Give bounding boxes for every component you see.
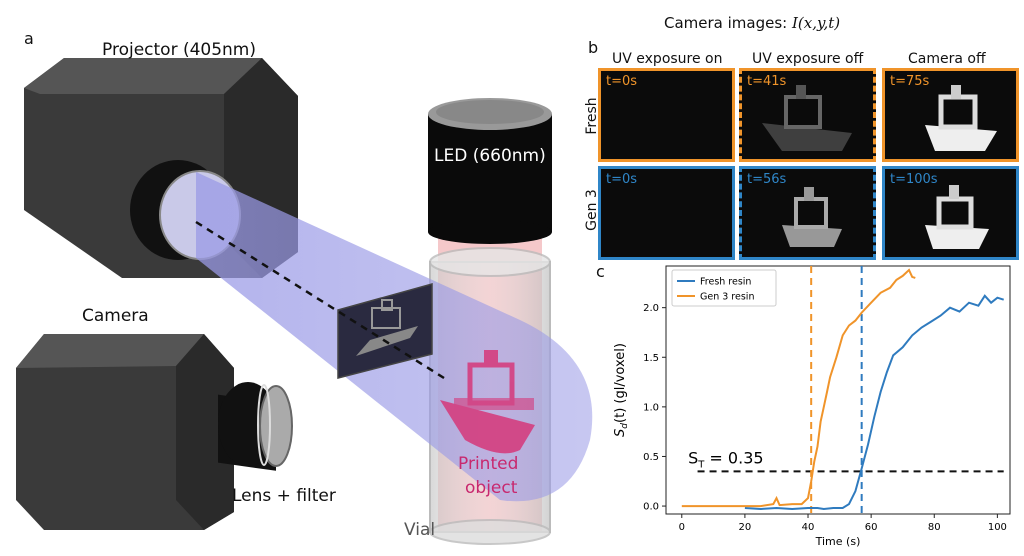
- printed-object-label-line2: object: [465, 478, 518, 498]
- camera-images-formula: I(x,y,t): [792, 14, 841, 32]
- panel-b-letter: b: [588, 38, 599, 57]
- x-tick-label: 40: [802, 522, 815, 533]
- boat-medium-image: [782, 187, 842, 247]
- plot-frame: [665, 265, 1011, 515]
- y-tick-label: 0.0: [643, 502, 659, 513]
- x-tick-label: 80: [928, 522, 941, 533]
- boat-faint-image: [762, 85, 852, 151]
- vial-label: Vial: [404, 520, 436, 540]
- threshold-label: ST = 0.35: [688, 448, 763, 470]
- camera: [16, 334, 293, 530]
- legend-box: [671, 269, 777, 307]
- threshold-label-rest: = 0.35: [704, 448, 763, 467]
- series-line-0: [744, 294, 1005, 511]
- column-header-camera-off: Camera off: [908, 51, 986, 67]
- y-tick-label: 1.0: [643, 402, 659, 413]
- boat-bright-image: [925, 85, 997, 151]
- time-label: t=0s: [606, 74, 638, 89]
- y-tick-label: 0.5: [643, 452, 659, 463]
- time-label: t=100s: [890, 172, 938, 187]
- y-tick-label: 2.0: [643, 303, 659, 314]
- panel-a-letter: a: [24, 29, 34, 48]
- setup-illustration: [16, 58, 593, 545]
- camera-images-title: Camera images: I(x,y,t): [664, 14, 840, 32]
- led-label: LED (660nm): [434, 146, 546, 166]
- legend-label-1: Gen 3 resin: [700, 292, 754, 303]
- x-tick-label: 0: [679, 522, 685, 533]
- threshold-label-main: S: [688, 448, 698, 467]
- time-label: t=0s: [606, 172, 638, 187]
- y-label-rest: (t) (gl/voxel): [613, 343, 628, 423]
- optical-axis: [195, 220, 445, 380]
- frame-gen3-uv-on: t=0s: [598, 166, 735, 260]
- printed-object-label-line1: Printed: [458, 454, 519, 474]
- frame-fresh-uv-off: t=41s: [739, 68, 876, 162]
- time-label: t=75s: [890, 74, 930, 89]
- x-tick-label: 60: [865, 522, 878, 533]
- y-label-main: S: [613, 429, 628, 437]
- x-axis-label: Time (s): [815, 535, 861, 548]
- y-tick-label: 1.5: [643, 353, 659, 364]
- led: [428, 98, 552, 244]
- chart-marks: ST = 0.35: [681, 266, 1005, 514]
- printed-object-boat: [440, 350, 535, 454]
- frame-gen3-uv-off: t=56s: [739, 166, 876, 260]
- y-axis-label: Sd(t) (gl/voxel): [613, 343, 630, 437]
- panel-c-letter: c: [596, 262, 605, 281]
- camera-label: Camera: [82, 306, 149, 326]
- x-tick-label: 100: [988, 522, 1007, 533]
- threshold-label-sub: T: [697, 459, 705, 470]
- series-line-1: [681, 268, 916, 508]
- frame-fresh-uv-on: t=0s: [598, 68, 735, 162]
- frame-gen3-camera-off: t=100s: [882, 166, 1019, 260]
- column-header-uv-on: UV exposure on: [612, 51, 723, 67]
- frame-fresh-camera-off: t=75s: [882, 68, 1019, 162]
- y-label-sub: d: [620, 423, 630, 429]
- lens-filter-label: Lens + filter: [232, 486, 336, 506]
- time-label: t=41s: [747, 74, 787, 89]
- time-label: t=56s: [747, 172, 787, 187]
- x-tick-label: 20: [739, 522, 752, 533]
- column-header-uv-off: UV exposure off: [752, 51, 864, 67]
- projector-label: Projector (405nm): [102, 40, 257, 60]
- legend-label-0: Fresh resin: [700, 277, 751, 288]
- boat-bright-image: [925, 185, 989, 249]
- camera-images-title-prefix: Camera images:: [664, 14, 792, 32]
